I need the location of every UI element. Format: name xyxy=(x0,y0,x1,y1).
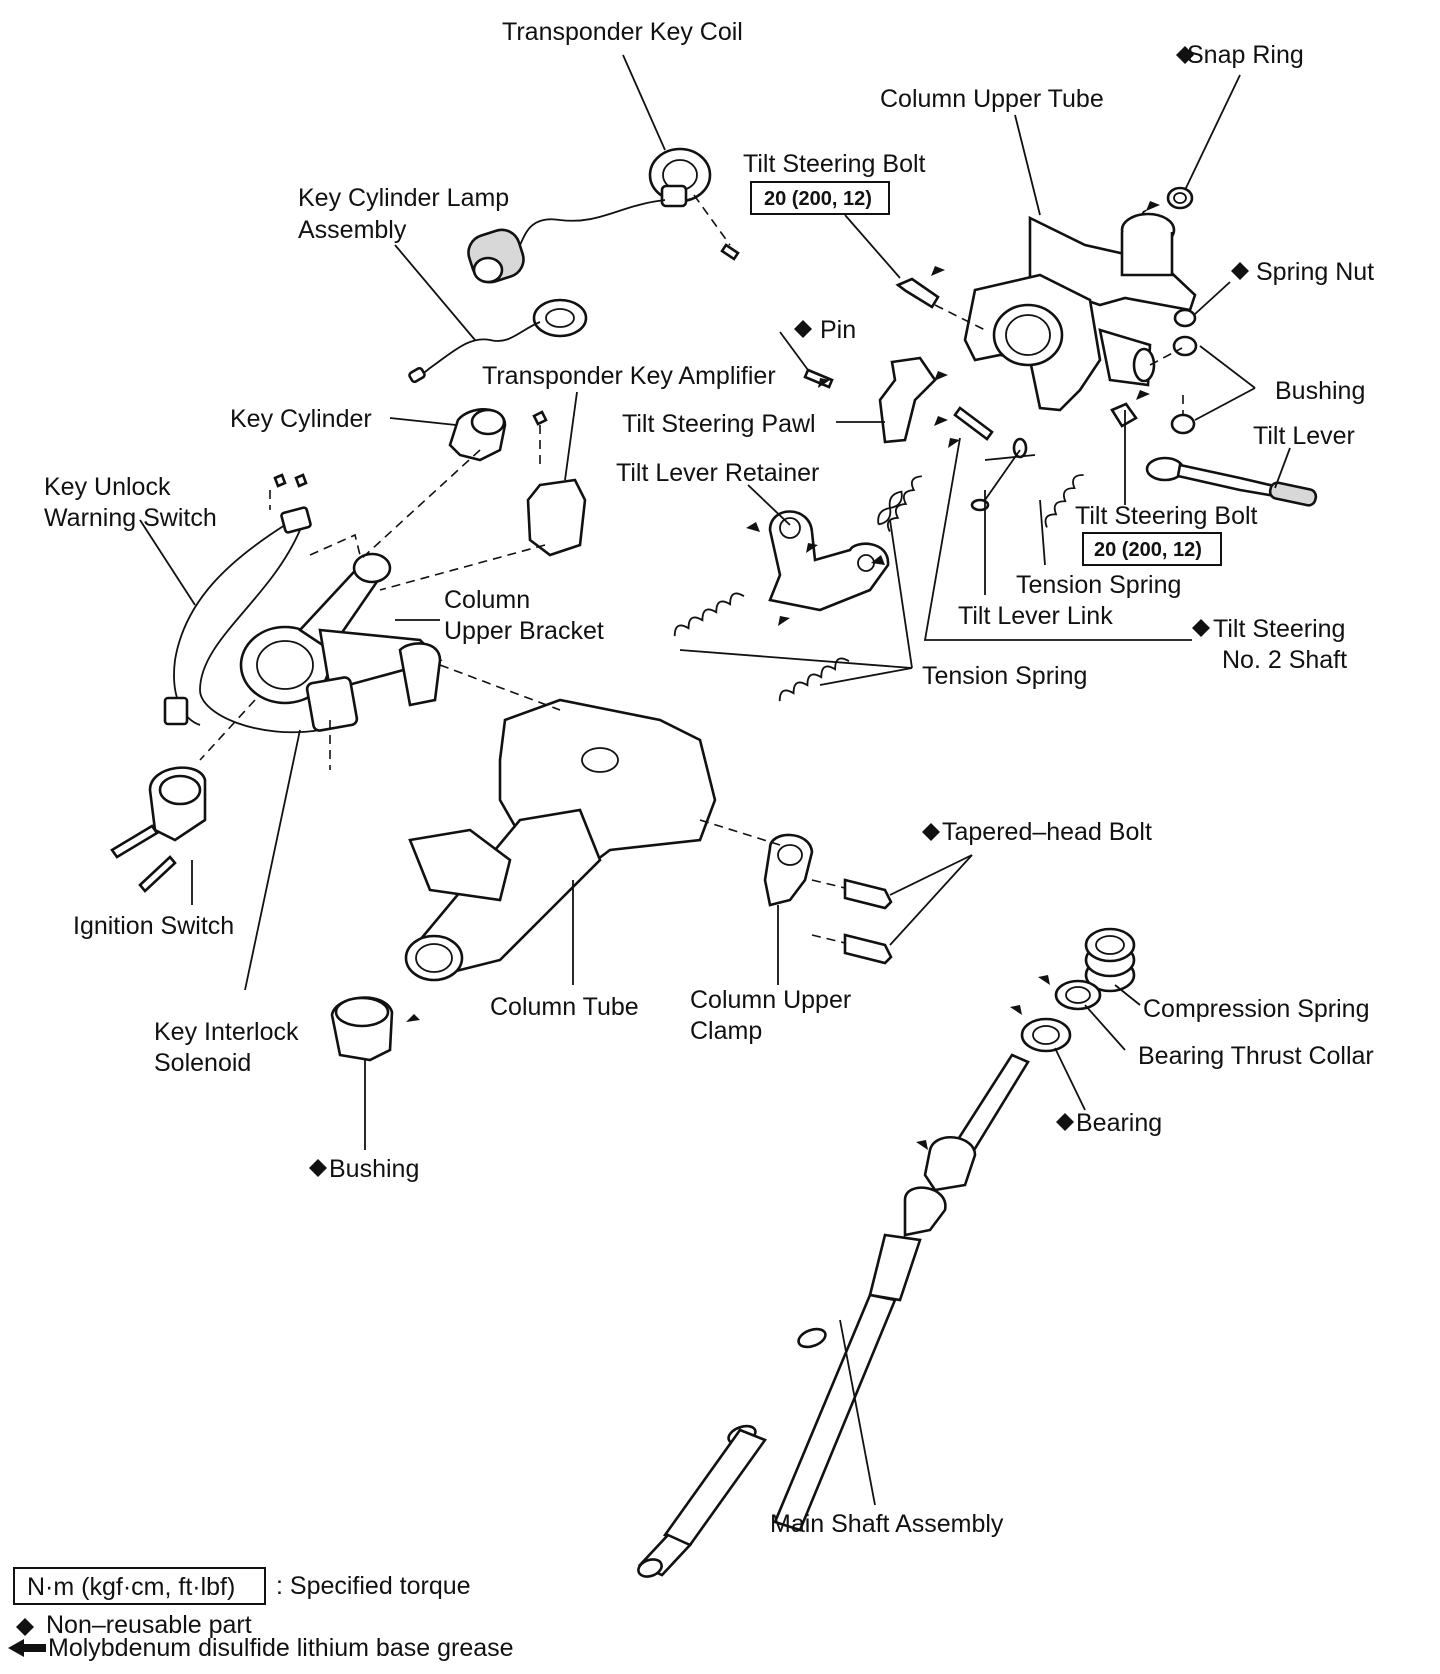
torque-box-right xyxy=(1082,532,1222,566)
legend-torque-desc: : Specified torque xyxy=(276,1572,471,1600)
tilt-lever-part xyxy=(1145,456,1318,507)
diamond-icon xyxy=(1056,1113,1074,1131)
label-transponder-key-amplifier: Transponder Key Amplifier xyxy=(482,362,776,390)
label-transponder-key-coil: Transponder Key Coil xyxy=(502,18,743,46)
label-tension-spring-bottom: Tension Spring xyxy=(922,662,1087,690)
label-tilt-steering-bolt-top: Tilt Steering Bolt xyxy=(743,150,926,178)
diamond-icon xyxy=(1176,46,1194,64)
tilt-steering-bolts-part xyxy=(895,277,1138,428)
label-key-unlock-warning-switch-2: Warning Switch xyxy=(44,504,217,532)
diamond-icon xyxy=(794,320,812,338)
transponder-key-coil-part xyxy=(519,147,740,261)
label-key-unlock-warning-switch-1: Key Unlock xyxy=(44,473,171,501)
parts-illustrations xyxy=(110,147,1318,1578)
torque-value-top: 20 (200, 12) xyxy=(764,188,872,210)
diamond-icon xyxy=(1192,619,1210,637)
column-tube-part xyxy=(404,698,717,982)
label-tension-spring-right: Tension Spring xyxy=(1016,571,1181,599)
label-bearing: Bearing xyxy=(1076,1109,1162,1137)
label-tilt-steering-no2-shaft-1: Tilt Steering xyxy=(1213,615,1345,643)
legend-grease: Molybdenum disulfide lithium base grease xyxy=(48,1634,514,1662)
bearing-stack-part xyxy=(1020,927,1136,1053)
label-tilt-steering-bolt-right: Tilt Steering Bolt xyxy=(1075,502,1258,530)
part-labels: Transponder Key Coil Snap Ring Column Up… xyxy=(44,18,1374,1538)
label-snap-ring: Snap Ring xyxy=(1187,41,1304,69)
label-tilt-steering-pawl: Tilt Steering Pawl xyxy=(622,410,816,438)
leader-lines xyxy=(139,54,1291,1506)
ignition-switch-part xyxy=(110,766,207,893)
assembly-guide-lines xyxy=(199,449,781,846)
grease-arrows xyxy=(406,201,1160,1150)
label-column-upper-bracket-2: Upper Bracket xyxy=(444,617,604,645)
label-key-cylinder-lamp-assembly-2: Assembly xyxy=(298,216,407,244)
arrow-icon xyxy=(8,1639,46,1657)
label-key-cylinder-lamp-assembly-1: Key Cylinder Lamp xyxy=(298,184,509,212)
label-key-interlock-solenoid-2: Solenoid xyxy=(154,1049,251,1077)
label-main-shaft-assembly: Main Shaft Assembly xyxy=(770,1510,1004,1538)
key-cylinder-lamp-assembly-part xyxy=(408,228,588,384)
label-key-interlock-solenoid-1: Key Interlock xyxy=(154,1018,299,1046)
label-tilt-steering-no2-shaft-2: No. 2 Shaft xyxy=(1222,646,1347,674)
bushing-bottom-part xyxy=(330,996,394,1062)
label-column-tube: Column Tube xyxy=(490,993,639,1021)
label-spring-nut: Spring Nut xyxy=(1256,258,1374,286)
tilt-lever-retainer-part xyxy=(768,510,890,612)
label-tilt-lever: Tilt Lever xyxy=(1253,422,1355,450)
label-column-upper-clamp-2: Clamp xyxy=(690,1017,762,1045)
legend-torque-box xyxy=(13,1567,266,1605)
diamond-icon xyxy=(309,1159,327,1177)
key-cylinder-part xyxy=(448,408,587,557)
tension-springs-part xyxy=(673,474,1084,702)
torque-value-right: 20 (200, 12) xyxy=(1094,539,1202,561)
column-upper-clamp-part xyxy=(763,833,814,907)
label-compression-spring: Compression Spring xyxy=(1143,995,1370,1023)
label-pin: Pin xyxy=(820,316,856,344)
legend-torque-unit: N·m (kgf·cm, ft·lbf) xyxy=(27,1573,235,1601)
small-rings-right xyxy=(1149,186,1198,435)
label-bearing-thrust-collar: Bearing Thrust Collar xyxy=(1138,1042,1374,1070)
label-tapered-head-bolt: Tapered–head Bolt xyxy=(942,818,1152,846)
tapered-head-bolts-part xyxy=(811,878,893,965)
diamond-icon xyxy=(1231,262,1249,280)
column-upper-bracket-part xyxy=(239,552,443,732)
column-upper-tube-part xyxy=(963,212,1197,412)
diamond-icon xyxy=(16,1618,34,1636)
main-shaft-assembly-part xyxy=(637,1053,1030,1578)
legend-non-reusable: Non–reusable part xyxy=(46,1611,252,1639)
label-key-cylinder: Key Cylinder xyxy=(230,405,372,433)
label-column-upper-bracket-1: Column xyxy=(444,586,530,614)
legend: N·m (kgf·cm, ft·lbf) : Specified torque … xyxy=(8,1567,514,1662)
key-unlock-warning-switch-part xyxy=(163,473,321,734)
label-ignition-switch: Ignition Switch xyxy=(73,912,234,940)
pin-pawl-shaft-part xyxy=(803,356,1036,512)
diamond-icon xyxy=(922,823,940,841)
label-column-upper-tube: Column Upper Tube xyxy=(880,85,1104,113)
label-column-upper-clamp-1: Column Upper xyxy=(690,986,851,1014)
label-tilt-lever-retainer: Tilt Lever Retainer xyxy=(616,459,819,487)
label-bushing-right: Bushing xyxy=(1275,377,1365,405)
label-bushing-bottom: Bushing xyxy=(329,1155,419,1183)
torque-box-top xyxy=(750,181,890,215)
label-tilt-lever-link: Tilt Lever Link xyxy=(958,602,1113,630)
